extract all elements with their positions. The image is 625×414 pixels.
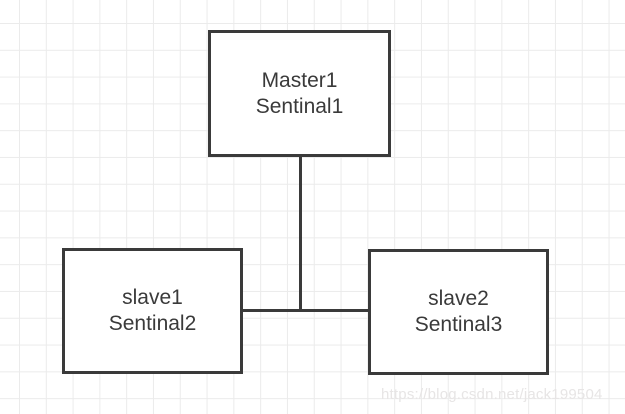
node-slave1-line1: slave1	[122, 286, 183, 309]
node-master1-line1: Master1	[261, 68, 338, 92]
node-slave1-label: slave1 Sentinal2	[109, 285, 197, 337]
node-master1-line2: Sentinal1	[255, 94, 344, 118]
connector-slave1-to-slave2	[241, 309, 370, 312]
node-slave1-line2: Sentinal2	[108, 312, 197, 335]
node-master1-label: Master1 Sentinal1	[256, 68, 344, 120]
node-slave1: slave1 Sentinal2	[62, 248, 243, 374]
node-slave2: slave2 Sentinal3	[368, 249, 549, 375]
connector-master-to-bus	[299, 156, 302, 311]
node-slave2-line1: slave2	[428, 287, 489, 310]
watermark: https://blog.csdn.net/jack199504	[381, 386, 603, 403]
node-master1: Master1 Sentinal1	[208, 30, 391, 157]
node-slave2-line2: Sentinal3	[414, 313, 503, 336]
node-slave2-label: slave2 Sentinal3	[415, 286, 503, 338]
